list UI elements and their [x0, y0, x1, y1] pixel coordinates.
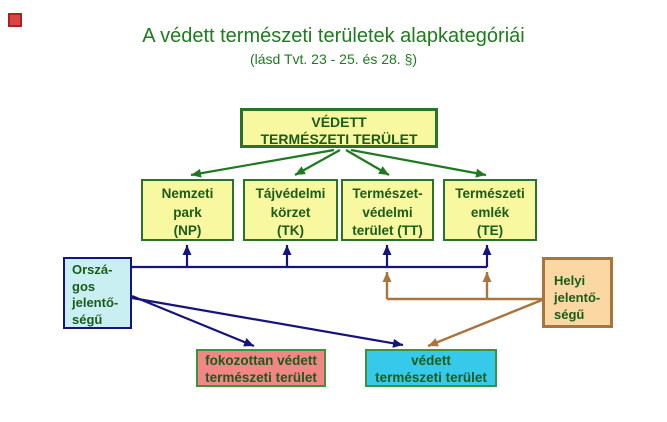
node-line: Helyi: [554, 273, 586, 288]
node-landscape-protection-district: Tájvédelmi körzet (TK): [243, 179, 338, 241]
slide-subtitle: (lásd Tvt. 23 - 25. és 28. §): [249, 51, 418, 67]
node-line: jelentő-: [72, 295, 119, 310]
node-natural-monument: Természeti emlék (TE): [443, 179, 537, 241]
node-line: emlék: [470, 204, 510, 220]
node-line: terület (TT): [352, 223, 423, 238]
red-square-marker: [8, 13, 22, 27]
node-line: park: [173, 204, 202, 220]
node-line: Tájvédelmi: [255, 186, 326, 201]
node-national-significance: Orszá- gos jelentő- ségű: [63, 257, 132, 329]
node-line: Nemzeti: [161, 186, 214, 201]
node-protected-natural-area: védett természeti terület: [365, 349, 497, 387]
node-nature-conservation-area: Természet- védelmi terület (TT): [341, 179, 434, 241]
local-significance-arrows: [382, 272, 543, 348]
node-line: VÉDETT: [311, 114, 367, 130]
node-protected-natural-area-root: VÉDETT TERMÉSZETI TERÜLET: [240, 108, 438, 148]
node-line: természeti terület: [375, 370, 487, 385]
node-line: fokozottan védett: [205, 353, 317, 368]
node-line: körzet: [270, 204, 311, 220]
node-line: védelmi: [362, 204, 413, 220]
node-line: TERMÉSZETI TERÜLET: [260, 131, 418, 147]
node-line: (TE): [476, 223, 504, 238]
slide-title: A védett természeti területek alapkategó…: [142, 25, 525, 47]
node-line: ségű: [72, 311, 103, 327]
node-line: Természeti: [455, 186, 525, 201]
node-national-park: Nemzeti park (NP): [141, 179, 234, 241]
root-to-category-arrows: [190, 148, 487, 178]
node-line: ségű: [554, 307, 585, 322]
node-line: gos: [72, 278, 96, 294]
node-line: (NP): [173, 223, 202, 238]
national-significance-arrows: [131, 245, 492, 348]
node-line: védett: [411, 353, 451, 368]
node-local-significance: Helyi jelentő- ségű: [542, 257, 613, 328]
node-line: Orszá-: [72, 262, 113, 277]
node-strictly-protected-natural-area: fokozottan védett természeti terület: [196, 349, 326, 387]
node-line: Természet-: [352, 186, 423, 201]
node-line: jelentő-: [554, 290, 601, 305]
node-line: természeti terület: [205, 370, 317, 385]
node-line: (TK): [277, 223, 304, 238]
